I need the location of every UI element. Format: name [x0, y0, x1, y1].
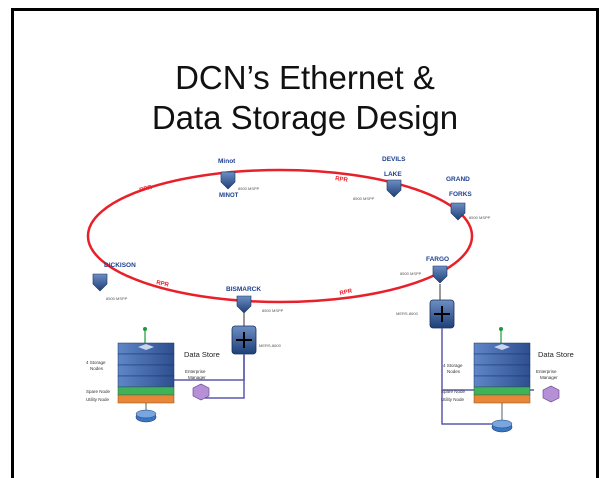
data-store-title: Data Store: [538, 350, 574, 359]
storage-node: [473, 375, 531, 388]
slide-title: DCN’s Ethernet & Data Storage Design: [0, 58, 610, 138]
router-disk-top: [135, 409, 157, 419]
router-disk-top: [491, 419, 513, 429]
device-label: 8500 MSPP: [106, 296, 128, 301]
storage-node: [117, 353, 175, 366]
antenna-tip-icon: [499, 327, 503, 331]
node-name: Minot: [218, 158, 236, 165]
utility-node-label: Utility Node: [441, 397, 465, 402]
ring-label-rpr: RPR: [335, 176, 349, 184]
node-name: DICKISON: [104, 262, 136, 269]
device-label: 8500 MSPP: [238, 186, 260, 191]
storage-nodes-label: 4 Storage: [86, 360, 106, 365]
switch-fargo: MERS-8600: [396, 284, 455, 329]
switch-bismarck: MERS-8600: [231, 313, 282, 355]
node-name: GRAND: [446, 176, 470, 183]
enterprise-manager-label: Manager: [188, 375, 206, 380]
router-icon: [386, 179, 402, 198]
node-sub: MINOT: [219, 193, 239, 199]
cluster-switch-icon: [494, 344, 510, 350]
spare-node: [473, 386, 531, 396]
rpr-ring: [86, 168, 474, 304]
storage-node: [473, 353, 531, 366]
utility-node: [473, 394, 531, 404]
node-grand-forks: GRAND FORKS 8500 MSPP: [446, 176, 491, 221]
ring-label-rpr: RPR: [139, 185, 153, 194]
data-store-right: 4 Storage Nodes Spare Node Utility Node …: [441, 327, 574, 433]
storage-link: [156, 354, 245, 381]
switch-arrows-icon: [434, 306, 450, 322]
storage-node: [473, 364, 531, 377]
router-icon: [432, 265, 448, 284]
device-label: 8500 MSPP: [262, 308, 284, 313]
switch-label: MERS-8600: [259, 343, 282, 348]
title-line-1: DCN’s Ethernet &: [175, 59, 435, 96]
slide-frame: [11, 8, 599, 478]
enterprise-manager-label: Enterprise: [185, 369, 206, 374]
node-name: BISMARCK: [226, 286, 261, 293]
data-store-left: 4 Storage Nodes Spare Node Utility Node …: [86, 327, 220, 423]
node-dickison: DICKISON 8500 MSPP: [92, 262, 136, 301]
antenna-tip-icon: [143, 327, 147, 331]
node-bismarck: BISMARCK 8500 MSPP: [226, 286, 284, 314]
device-label: 8500 MSPP: [353, 196, 375, 201]
router-icon: [220, 171, 236, 190]
utility-node-label: Utility Node: [86, 397, 110, 402]
spare-node: [117, 386, 175, 396]
ring-label-rpr: RPR: [156, 280, 170, 289]
enterprise-manager-label: Enterprise: [536, 369, 557, 374]
node-name: FARGO: [426, 256, 449, 263]
node-minot: Minot MINOT 8500 MSPP: [218, 158, 260, 199]
manager-workstation-icon: [192, 383, 210, 401]
node-devils-lake: DEVILS LAKE 8500 MSPP: [353, 156, 406, 201]
ring-label-rpr: RPR: [339, 288, 353, 297]
enterprise-manager-label: Manager: [540, 375, 558, 380]
device-label: 8500 MSPP: [400, 271, 422, 276]
spare-node-label: Spare Node: [441, 389, 466, 394]
storage-link: [205, 354, 245, 399]
storage-nodes-label: 4 Storage: [443, 363, 463, 368]
manager-workstation-icon: [542, 385, 560, 403]
title-line-2: Data Storage Design: [151, 99, 459, 136]
storage-node: [117, 364, 175, 377]
device-label: 8500 MSPP: [469, 215, 491, 220]
node-sub: LAKE: [384, 171, 402, 178]
router-icon: [450, 202, 466, 221]
node-sub: FORKS: [449, 191, 472, 198]
switch-label: MERS-8600: [396, 311, 419, 316]
storage-nodes-label: Nodes: [447, 369, 461, 374]
utility-node: [117, 394, 175, 404]
storage-nodes-label: Nodes: [90, 366, 104, 371]
data-store-title: Data Store: [184, 350, 220, 359]
node-name: DEVILS: [382, 156, 406, 163]
cluster-switch-icon: [138, 344, 154, 350]
router-icon: [92, 273, 108, 292]
storage-link: [441, 328, 505, 425]
switch-arrows-icon: [236, 332, 252, 348]
node-fargo: FARGO 8500 MSPP: [400, 256, 449, 284]
storage-node: [117, 375, 175, 388]
spare-node-label: Spare Node: [86, 389, 111, 394]
router-icon: [236, 295, 252, 314]
